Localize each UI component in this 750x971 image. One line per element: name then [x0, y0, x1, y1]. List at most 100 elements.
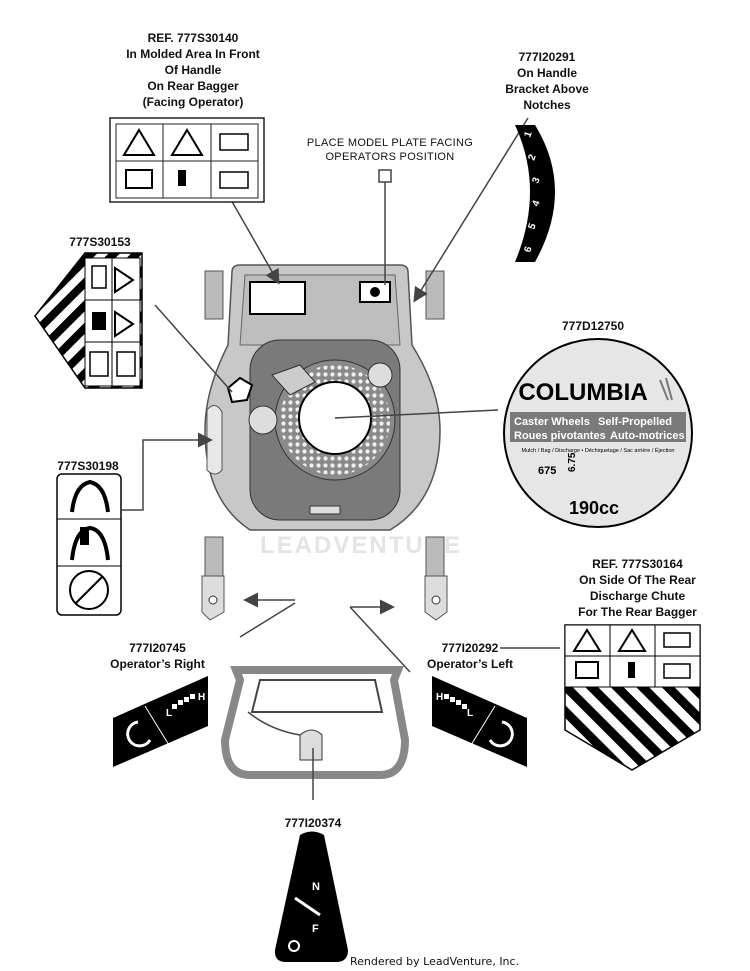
- throttle-control: [299, 729, 323, 761]
- no-hand-icon: [69, 570, 109, 610]
- feature-1b: Self-Propelled: [598, 416, 672, 428]
- throttle-neutral: N: [312, 881, 320, 893]
- scale-number: 5: [526, 222, 538, 231]
- label-777s30198: 777S30198: [48, 458, 128, 474]
- leader-s30198: [122, 432, 213, 511]
- bracket-knob: [431, 595, 441, 605]
- decal-777s30140: [109, 117, 265, 203]
- throttle-fast: F: [312, 923, 319, 935]
- label-777i20291: 777I20291 On Handle Bracket Above Notche…: [487, 49, 607, 113]
- leader-s30153: [154, 304, 233, 393]
- location-text: For The Rear Bagger: [578, 605, 697, 619]
- scale-number: 6: [522, 245, 534, 254]
- engine-handle: [271, 364, 316, 396]
- lever-icon: [294, 896, 321, 917]
- decal-777s30164: [564, 624, 701, 771]
- hand-icon: [80, 527, 89, 545]
- wheel-rear-left: [204, 270, 224, 320]
- speed-low: L: [166, 708, 172, 719]
- location-text: Bracket Above: [505, 82, 589, 96]
- person-icon: [178, 170, 186, 186]
- part-number: 777I20745: [129, 641, 186, 655]
- feature-3: Mulch / Bag / Discharge • Déchiquetage /…: [522, 447, 675, 454]
- manual-icon: [91, 265, 107, 289]
- speed-low: L: [467, 708, 473, 719]
- leader-i20745: [239, 602, 296, 638]
- feature-2a: Roues pivotantes: [514, 430, 606, 442]
- label-777s30164: REF. 777S30164 On Side Of The Rear Disch…: [555, 556, 720, 620]
- fuel-cap: [367, 362, 393, 388]
- label-777s30140: REF. 777S30140 In Molded Area In Front O…: [108, 30, 278, 110]
- engine-size: 190cc: [569, 498, 619, 518]
- label-777i20374: 777I20374: [268, 815, 358, 831]
- note-text: OPERATORS POSITION: [325, 151, 455, 163]
- location-text: (Facing Operator): [142, 95, 244, 109]
- label-777i20745: 777I20745 Operator’s Right: [100, 640, 215, 672]
- decal-777i20292: H L: [432, 676, 527, 767]
- mower-illustration: [201, 264, 448, 779]
- oil-cap: [248, 405, 278, 435]
- handle-crossbar: [250, 679, 384, 713]
- label-777d12750: 777D12750: [548, 318, 638, 334]
- decal-spot-s30153: [226, 376, 254, 404]
- manual-icon: [575, 661, 599, 679]
- bag-icon: [219, 133, 249, 151]
- location-text: Operator’s Left: [426, 657, 513, 671]
- decal-777s30198: [56, 473, 122, 616]
- chute-icon: [219, 171, 249, 189]
- model-plate-marker: [378, 169, 392, 183]
- scale-number: 2: [526, 153, 538, 162]
- location-text: Of Handle: [164, 63, 222, 77]
- warning-icon: [572, 628, 602, 652]
- location-text: Notches: [523, 98, 571, 112]
- decal-777d12750: COLUMBIA Caster Wheels Self-Propelled Ro…: [503, 338, 693, 528]
- decal-777i20291: 1 2 3 4 5 6: [515, 125, 555, 262]
- leader-i20292: [349, 606, 411, 673]
- hand-icon: [116, 351, 136, 377]
- chute-icon: [70, 525, 110, 561]
- engine-badge: [309, 505, 341, 515]
- rotate-arrow-icon: [488, 720, 514, 748]
- location-text: In Molded Area In Front: [126, 47, 260, 61]
- part-number: 777I20292: [441, 641, 499, 655]
- scale-number: 4: [530, 199, 542, 208]
- footer-credit: Rendered by LeadVenture, Inc.: [350, 955, 520, 968]
- hazard-icon: [170, 128, 204, 156]
- leader-d12750: [334, 409, 499, 419]
- leader-s30140: [229, 197, 280, 285]
- decal-777s30153: [34, 252, 143, 389]
- torque-rating: 675: [538, 465, 556, 477]
- model-plate-note: PLACE MODEL PLATE FACING OPERATORS POSIT…: [290, 136, 490, 164]
- part-number: 777I20374: [284, 816, 342, 830]
- scale-number: 1: [522, 130, 534, 139]
- scale-number: 3: [530, 176, 542, 185]
- hazard-icon: [617, 628, 647, 652]
- note-text: PLACE MODEL PLATE FACING: [306, 137, 474, 149]
- feature-1a: Caster Wheels: [514, 416, 590, 428]
- part-number: REF. 777S30164: [592, 557, 683, 571]
- leader-i20291: [413, 117, 529, 303]
- location-text: On Handle: [516, 66, 577, 80]
- warning-icon: [114, 266, 135, 294]
- decal-777i20374: N F: [274, 831, 348, 962]
- warning-icon: [114, 310, 135, 338]
- operator-icon: [92, 312, 106, 330]
- side-chute: [206, 405, 223, 475]
- mower-handle: [220, 666, 410, 779]
- choke-icon: [288, 940, 300, 952]
- brand-name: COLUMBIA: [518, 379, 647, 406]
- part-number: REF. 777S30140: [147, 31, 239, 45]
- speed-high: H: [198, 692, 205, 703]
- location-text: On Side Of The Rear: [579, 573, 696, 587]
- speed-high: H: [436, 692, 443, 703]
- chute-icon: [89, 351, 109, 377]
- model-plate-dot: [370, 287, 380, 297]
- decal-777i20745: H L: [113, 676, 208, 767]
- feature-2b: Auto-motrices: [610, 430, 685, 442]
- rotate-arrow-icon: [126, 720, 152, 748]
- control-cable: [247, 711, 301, 736]
- warning-icon: [122, 128, 156, 156]
- chute-icon: [70, 479, 110, 513]
- grass-icon: [659, 377, 673, 401]
- location-text: Discharge Chute: [589, 589, 686, 603]
